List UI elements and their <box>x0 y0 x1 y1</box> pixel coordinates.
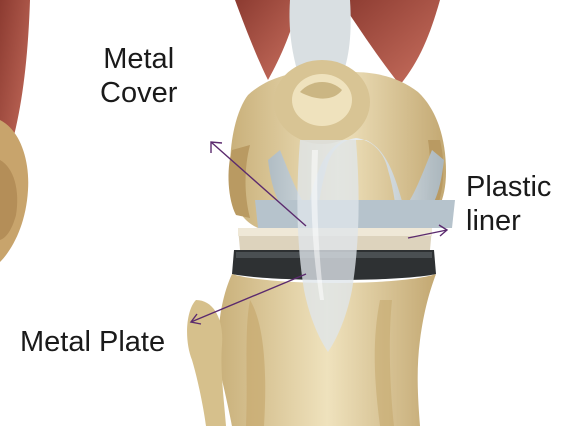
metal-plate-label: Metal Plate <box>20 325 165 359</box>
metal-cover-label-line2: Cover <box>100 76 177 110</box>
plastic-liner-label-line2: liner <box>466 204 551 238</box>
metal-plate-label-line1: Metal Plate <box>20 325 165 359</box>
patella <box>274 60 370 144</box>
metal-cover-label-line1: Metal <box>100 42 177 76</box>
left-leg-fragment <box>0 0 30 262</box>
plastic-liner-label-line1: Plastic <box>466 170 551 204</box>
plastic-liner-label: Plastic liner <box>466 170 551 238</box>
metal-cover-label: Metal Cover <box>100 42 177 110</box>
